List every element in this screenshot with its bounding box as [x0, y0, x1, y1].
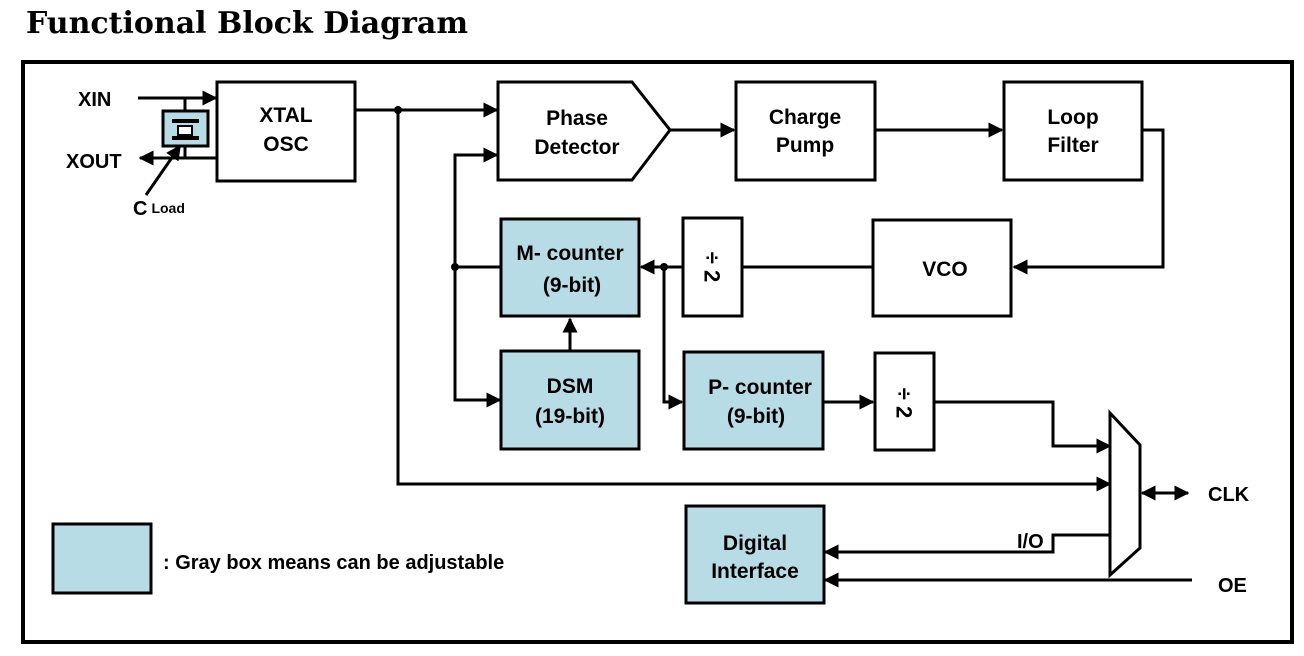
legend-text: : Gray box means can be adjustable — [163, 552, 504, 574]
xout-label: XOUT — [66, 151, 122, 173]
output-mux-icon — [1108, 409, 1142, 579]
legend: : Gray box means can be adjustable — [51, 522, 504, 595]
signal-wires — [138, 90, 1192, 588]
p-counter-block: P- counter (9-bit) — [682, 350, 825, 451]
crystal-icon — [161, 109, 210, 148]
digital-interface-block: Digital Interface — [684, 504, 826, 605]
svg-text:M- counter: M- counter — [516, 242, 623, 265]
phase-detector-block: Phase Detector — [496, 80, 672, 182]
xtal-osc-block: XTAL OSC — [215, 80, 357, 183]
clk-label: CLK — [1208, 484, 1250, 506]
divide-by-2-m-block: ÷ 2 — [681, 216, 744, 318]
io-label: I/O — [1017, 531, 1044, 553]
svg-text:Interface: Interface — [711, 560, 799, 583]
svg-text:(9-bit): (9-bit) — [727, 405, 785, 428]
charge-pump-block: Charge Pump — [734, 80, 877, 182]
svg-text:Digital: Digital — [723, 532, 787, 555]
svg-text:P- counter: P- counter — [708, 376, 812, 399]
svg-text:÷ 2: ÷ 2 — [700, 252, 725, 282]
svg-text:Filter: Filter — [1047, 134, 1098, 157]
legend-swatch — [51, 522, 153, 595]
svg-text:VCO: VCO — [922, 258, 968, 281]
loop-filter-block: Loop Filter — [1002, 80, 1144, 182]
vco-block: VCO — [871, 218, 1013, 318]
divide-by-2-p-block: ÷ 2 — [873, 351, 936, 452]
svg-text:Loop: Loop — [1047, 106, 1098, 129]
diagram-frame — [21, 60, 1294, 644]
xin-label: XIN — [78, 89, 111, 111]
dsm-block: DSM (19-bit) — [499, 349, 641, 451]
svg-text:OSC: OSC — [263, 133, 309, 156]
svg-text:(19-bit): (19-bit) — [535, 405, 605, 428]
m-counter-block: M- counter (9-bit) — [499, 217, 641, 318]
svg-text:(9-bit): (9-bit) — [543, 274, 601, 297]
page-title: Functional Block Diagram — [26, 6, 469, 41]
svg-text:Phase: Phase — [546, 107, 608, 130]
svg-text:Charge: Charge — [769, 106, 841, 129]
svg-text:Detector: Detector — [534, 136, 619, 159]
svg-text:÷ 2: ÷ 2 — [892, 388, 917, 418]
svg-text:DSM: DSM — [547, 375, 594, 398]
oe-label: OE — [1218, 575, 1247, 597]
svg-text:Pump: Pump — [776, 134, 834, 157]
svg-text:XTAL: XTAL — [259, 104, 312, 127]
